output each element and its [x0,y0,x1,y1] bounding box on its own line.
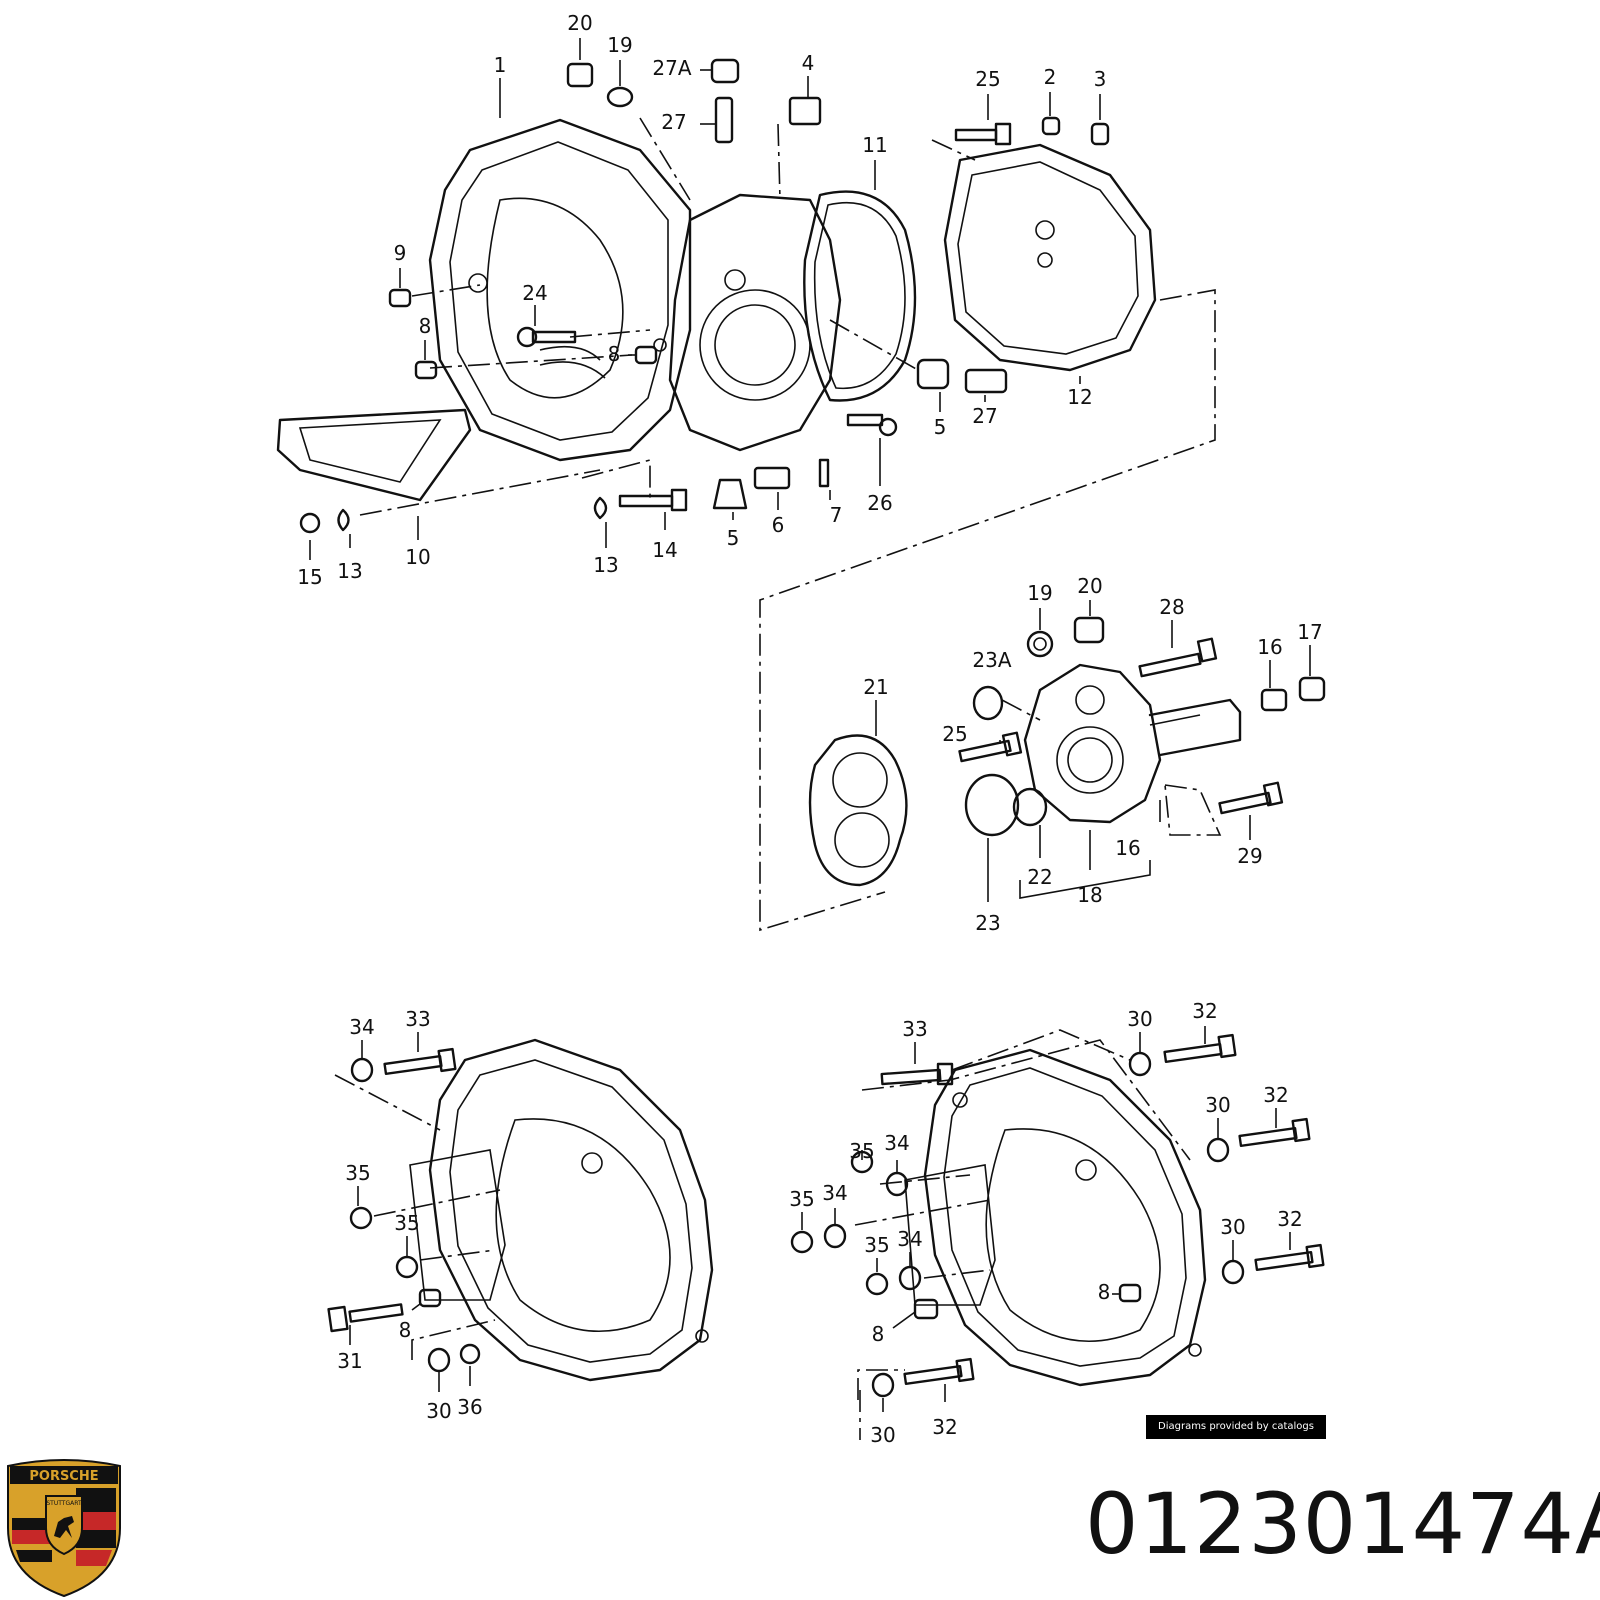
callout-label: 11 [862,133,887,157]
callout-label: 20 [567,11,592,35]
callout-label: 4 [802,51,815,75]
small-parts-top [299,58,1110,534]
callout-label: 2 [1044,65,1057,89]
callout-label: 18 [1077,883,1102,907]
callout-label: 32 [1192,999,1217,1023]
callout-label: 32 [1277,1207,1302,1231]
callout-label: 30 [1127,1007,1152,1031]
small-parts-bottom-left [327,1047,481,1373]
callout-label: 9 [394,241,407,265]
callout-label: 8 [419,314,432,338]
leader-lines-middle [875,600,1311,902]
callout-label: 10 [405,545,430,569]
callout-label: 35 [849,1139,874,1163]
callout-label: 22 [1027,865,1052,889]
logo-brand-text: PORSCHE [29,1469,98,1484]
callout-label: 13 [593,553,618,577]
callout-label: 27A [652,56,691,80]
callout-label: 29 [1237,844,1262,868]
callout-label: 34 [897,1227,922,1251]
callout-label: 16 [1115,836,1140,860]
dash-dot-lines-bottom-right [854,1029,1191,1440]
callout-label: 34 [884,1131,909,1155]
callout-label: 36 [457,1395,482,1419]
callout-label: 20 [1077,574,1102,598]
porsche-crest-logo: PORSCHE STUTTGART [7,1459,121,1598]
bell-housing-left [409,1038,714,1382]
intermediate-housing [668,193,842,452]
callout-label: 30 [1220,1215,1245,1239]
callout-label: 30 [426,1399,451,1423]
callout-label: 6 [772,513,785,537]
callout-label: 26 [867,491,892,515]
callout-label: 27 [661,110,686,134]
cover-plate-10 [276,408,472,502]
callout-label: 8 [872,1322,885,1346]
gasket-21 [808,734,908,887]
callout-label: 15 [297,565,322,589]
callout-label: 19 [1027,581,1052,605]
callout-label: 8 [1098,1280,1111,1304]
prancing-horse-icon [54,1516,74,1538]
logo-city-text: STUTTGART [46,1500,82,1507]
callout-label: 28 [1159,595,1184,619]
bearing-housing-18 [1023,663,1242,824]
callout-label: 23 [975,911,1000,935]
callout-label: 17 [1297,620,1322,644]
callout-label: 25 [942,722,967,746]
callout-label: 21 [863,675,888,699]
rear-cover-housing [943,143,1157,372]
callout-label: 8 [608,342,621,366]
callout-label: 19 [607,33,632,57]
dash-dot-lines-middle [1001,699,1222,836]
leader-lines-bottom-right [801,1026,1291,1412]
callout-label: 1 [494,53,507,77]
callout-label: 8 [399,1318,412,1342]
leader-lines-top [309,38,1101,560]
callout-label: 35 [789,1187,814,1211]
callout-label: 33 [902,1017,927,1041]
callout-label: 33 [405,1007,430,1031]
gasket-11 [803,190,917,402]
callout-label: 23A [972,648,1011,672]
part-number: 012301474A [1085,1475,1600,1573]
callout-label: 25 [975,67,1000,91]
callout-label: 32 [932,1415,957,1439]
callout-label: 5 [934,415,947,439]
callout-label: 34 [349,1015,374,1039]
callout-label: 16 [1257,635,1282,659]
callout-label: 5 [727,526,740,550]
bell-housing-right [904,1048,1207,1387]
small-parts-middle [958,616,1326,837]
callout-label: 30 [1205,1093,1230,1117]
callout-label: 7 [830,503,843,527]
callout-label: 35 [864,1233,889,1257]
callout-label: 13 [337,559,362,583]
callout-label: 3 [1094,67,1107,91]
callout-label: 34 [822,1181,847,1205]
main-transmission-housing [428,118,692,462]
callout-label: 27 [972,404,997,428]
callout-label: 30 [870,1423,895,1447]
callout-label: 14 [652,538,677,562]
callout-label: 31 [337,1349,362,1373]
diagram-credit-badge: Diagrams provided by catalogs parts [1146,1415,1326,1456]
dash-dot-lines-top [359,117,1216,932]
callout-label: 24 [522,281,547,305]
small-parts-bottom-right [790,1033,1325,1398]
callout-label: 35 [394,1211,419,1235]
callout-label: 32 [1263,1083,1288,1107]
callout-label: 35 [345,1161,370,1185]
leader-lines-bottom-left [349,1032,471,1392]
callout-label: 12 [1067,385,1092,409]
dash-dot-lines-bottom-left [334,1074,501,1360]
